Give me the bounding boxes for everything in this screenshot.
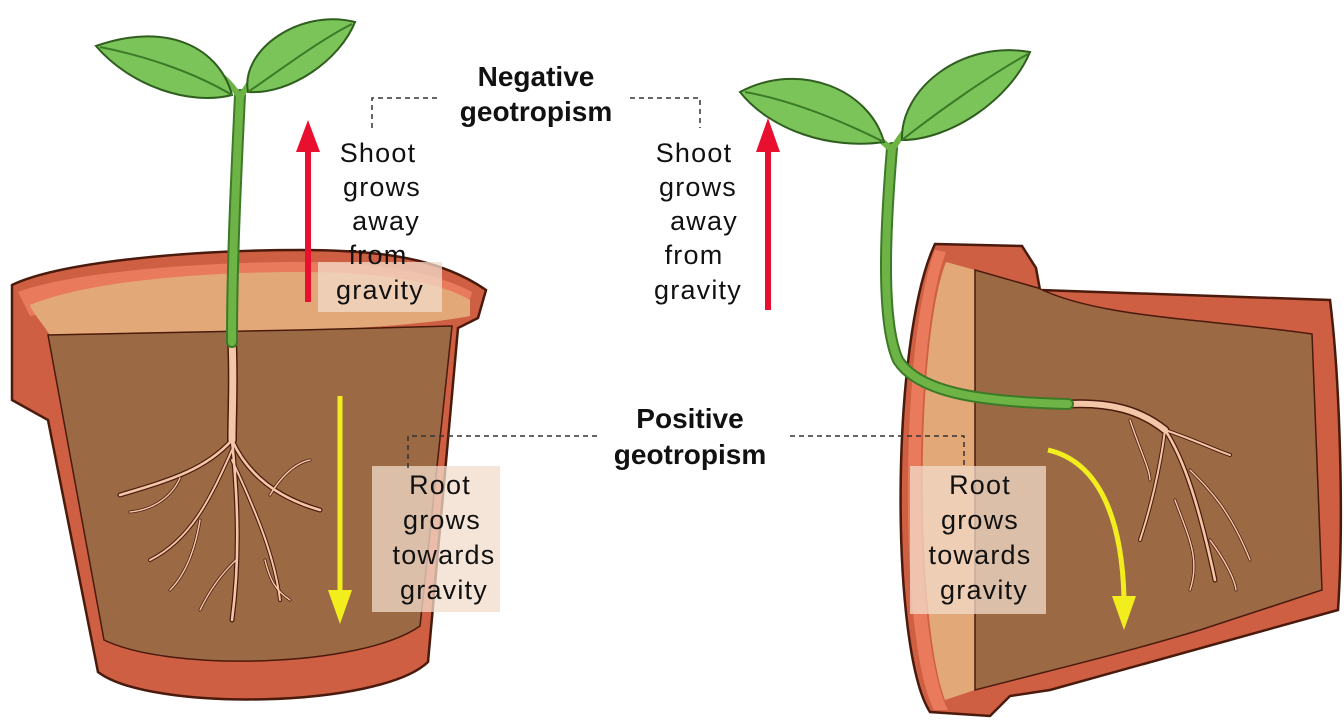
left-pot: Shoot grows away from gravity Root grows… [12, 19, 500, 699]
negative-heading-line1: Negative [478, 61, 595, 92]
left-leaf-right [247, 19, 355, 92]
right-shoot-label-line: gravity [654, 275, 742, 305]
left-root-label-line: grows [403, 505, 481, 535]
left-shoot-label-line: gravity [336, 275, 424, 305]
left-shoot-label-line: grows [343, 172, 421, 202]
right-root-label-line: grows [941, 505, 1019, 535]
left-shoot-label-line: away [352, 206, 420, 236]
right-root-label-line: gravity [940, 575, 1028, 605]
left-shoot-label-line: Shoot [340, 138, 417, 168]
right-pot: Shoot grows away from gravity Root grows… [654, 50, 1341, 716]
right-shoot-label: Shoot grows away from gravity [654, 138, 742, 305]
right-shoot-label-line: grows [659, 172, 737, 202]
left-shoot-label: Shoot grows away from gravity [336, 138, 424, 305]
right-shoot-label-line: from [665, 240, 724, 270]
positive-heading-line1: Positive [636, 403, 743, 434]
right-shoot-label-line: away [670, 206, 738, 236]
positive-heading-line2: geotropism [614, 439, 766, 470]
right-root-label-line: towards [929, 540, 1032, 570]
right-shoot-arrow [756, 118, 780, 310]
right-leaf-right [902, 50, 1030, 140]
left-shoot-label-line: from [349, 240, 408, 270]
left-root-label-line: gravity [400, 575, 488, 605]
right-leaf-left [740, 79, 884, 144]
left-root-label-line: towards [393, 540, 496, 570]
right-root-label-line: Root [949, 470, 1011, 500]
left-leaf-left [96, 36, 232, 98]
right-shoot-label-line: Shoot [656, 138, 733, 168]
negative-heading-line2: geotropism [460, 96, 612, 127]
positive-geotropism-heading: Positive geotropism [614, 403, 766, 470]
left-root-label-line: Root [409, 470, 471, 500]
negative-geotropism-heading: Negative geotropism [460, 61, 612, 127]
